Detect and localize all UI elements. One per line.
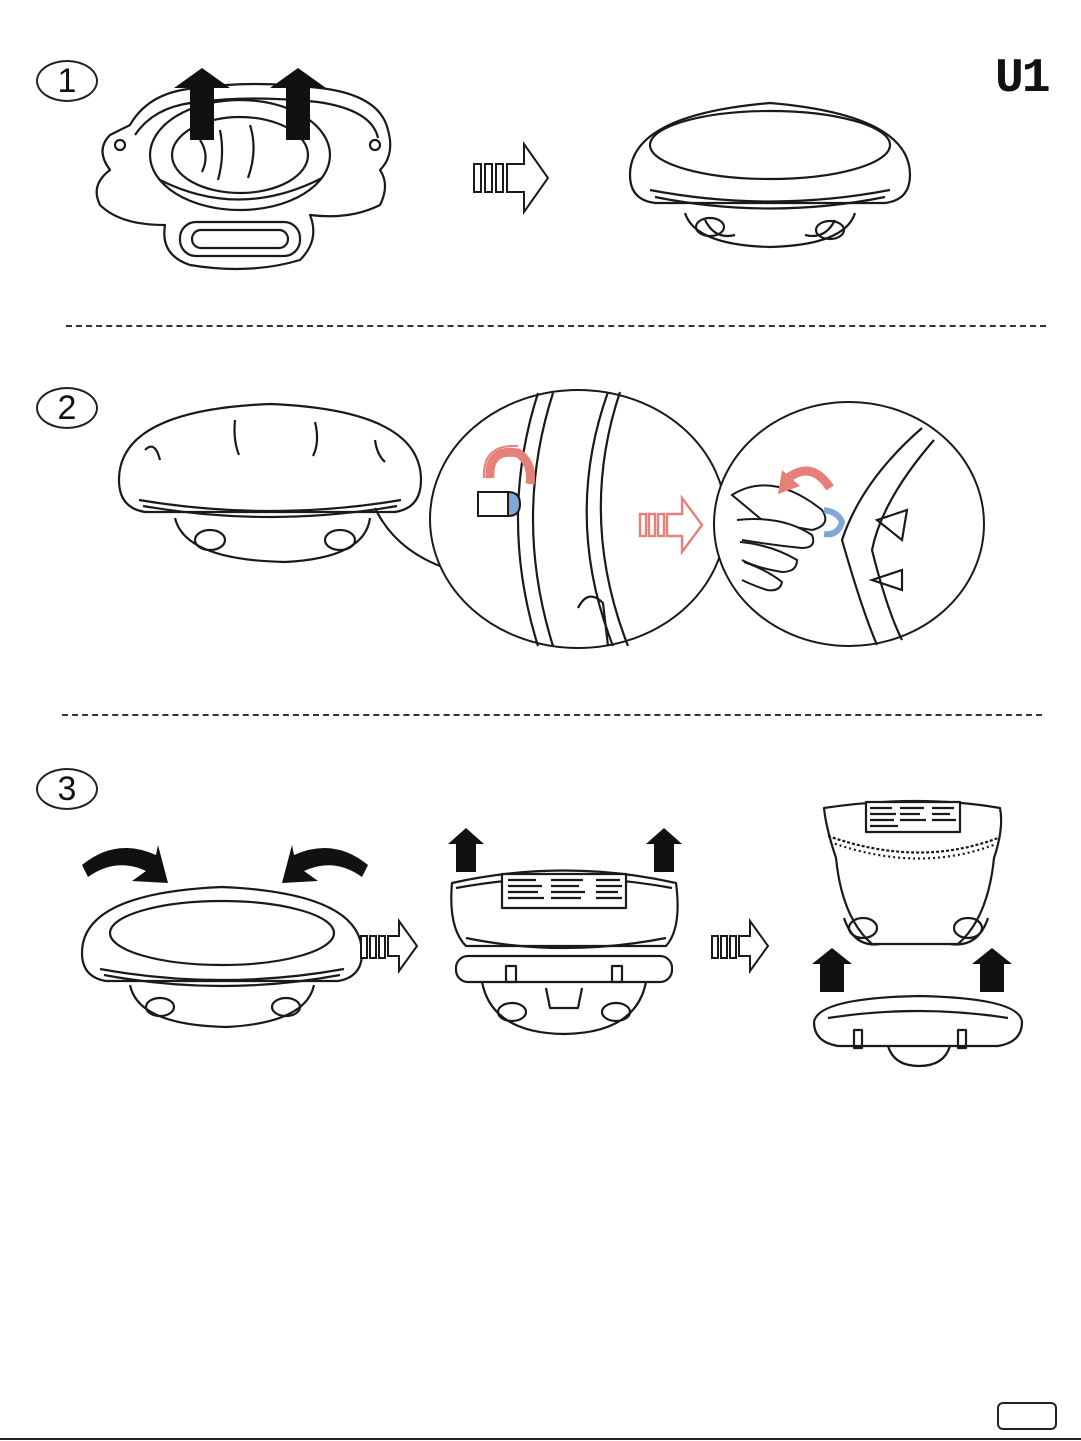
step-1-base-illustration — [90, 60, 410, 285]
up-arrow-icon — [448, 828, 682, 872]
process-arrow-icon — [472, 140, 552, 216]
step-3-cover-lift-illustration — [446, 828, 682, 1038]
step-3-number: 3 — [58, 772, 77, 806]
step-3-separated-illustration — [808, 798, 1030, 1070]
section-divider-2 — [62, 714, 1042, 716]
step-3-badge: 3 — [36, 768, 98, 810]
step-2-seat-illustration — [115, 400, 425, 570]
page-code: U1 — [995, 52, 1049, 106]
step-2-badge: 2 — [36, 387, 98, 429]
bottom-rule — [0, 1438, 1081, 1440]
process-arrow-icon — [710, 918, 770, 974]
up-arrow-icon — [812, 948, 1012, 992]
step-2-number: 2 — [58, 391, 77, 425]
step-1-number: 1 — [58, 64, 77, 98]
step-3-seat-illustration — [76, 835, 376, 1035]
curved-arrow-icon — [82, 845, 368, 883]
process-arrow-red-icon — [638, 494, 704, 556]
step-2-detail-bubble-right — [712, 400, 986, 648]
process-arrow-icon — [359, 918, 419, 974]
step-1-seat-illustration — [625, 95, 915, 255]
page-number-box — [997, 1402, 1057, 1430]
step-1-badge: 1 — [36, 60, 98, 102]
section-divider-1 — [66, 325, 1046, 327]
